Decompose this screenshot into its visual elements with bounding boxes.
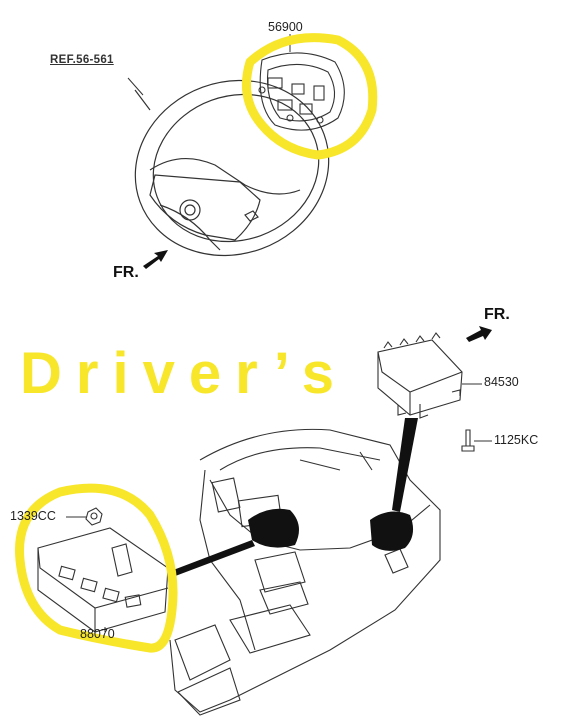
control-module-drawing — [37, 527, 169, 633]
highlight-circle-driver-airbag — [241, 33, 378, 160]
airbag-passenger-label: 84530 — [484, 375, 519, 389]
steering-wheel-drawing — [134, 79, 330, 257]
passenger-connector — [392, 418, 418, 512]
bolt-drawing — [461, 429, 475, 452]
highlight-circle-control-module — [15, 483, 178, 653]
driver-airbag-drawing — [258, 52, 345, 131]
control-module-label: 88070 — [80, 627, 115, 641]
overlay-title: Driver’s — [20, 341, 349, 406]
nut-drawing — [85, 507, 103, 526]
front-arrow-top — [143, 250, 168, 269]
driver-knee-area — [248, 508, 299, 548]
ref-leader-line — [127, 77, 144, 96]
bolt-label: 1125KC — [494, 433, 539, 447]
ref-label: REF.56-561 — [50, 54, 114, 66]
airbag-driver-label: 56900 — [268, 20, 303, 34]
passenger-airbag-mount — [370, 511, 414, 551]
front-label-bottom: FR. — [484, 306, 510, 323]
front-label-top: FR. — [113, 264, 139, 281]
module-connector — [168, 540, 255, 578]
nut-label: 1339CC — [10, 509, 56, 523]
front-arrow-bottom — [466, 326, 492, 342]
passenger-airbag-drawing — [377, 332, 463, 419]
